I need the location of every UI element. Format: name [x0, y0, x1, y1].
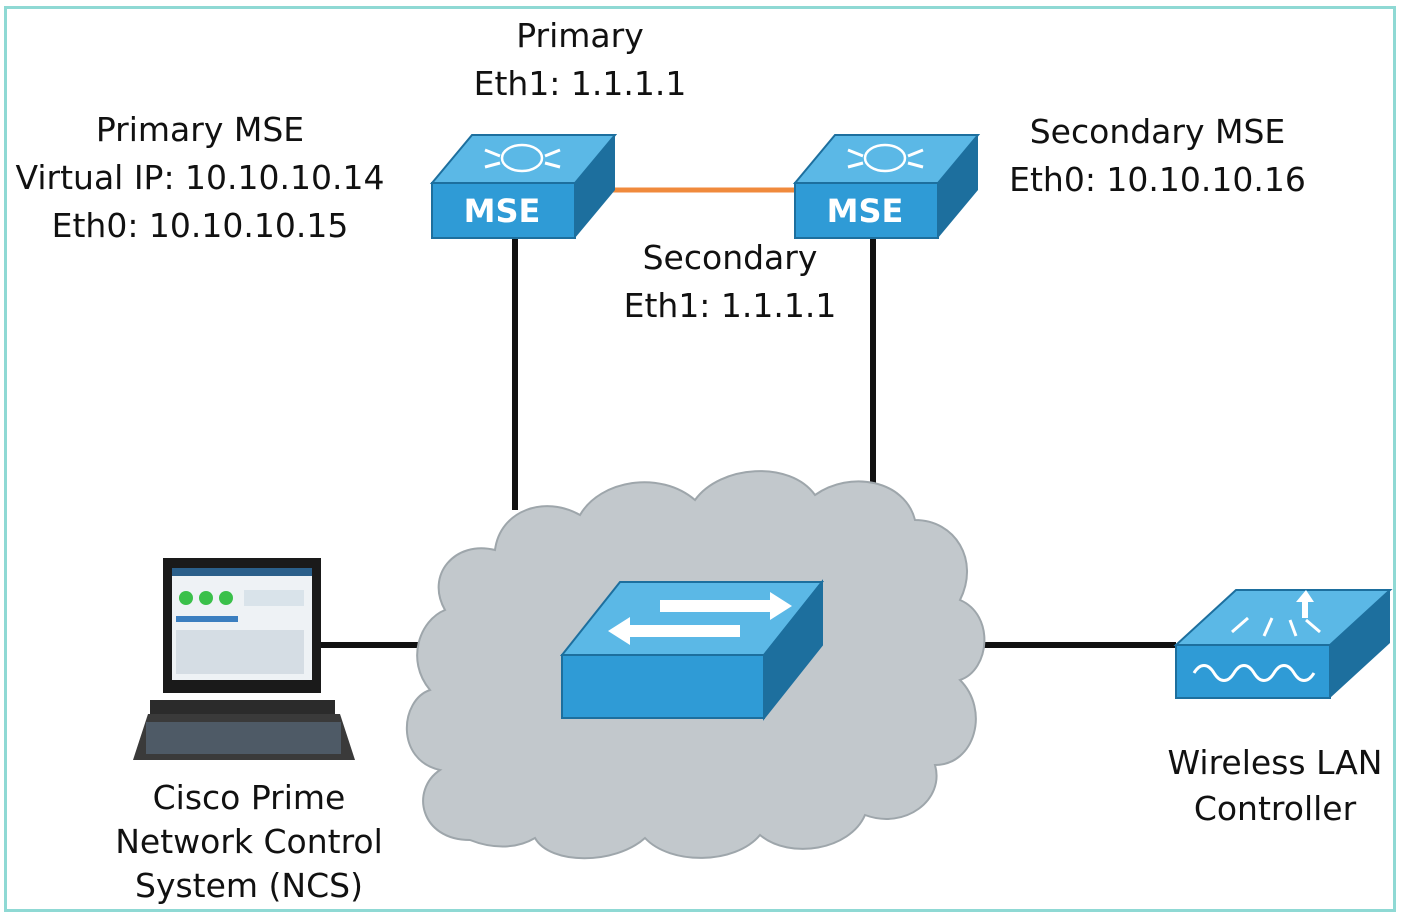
primary-link-label: Primary Eth1: 1.1.1.1 [440, 12, 720, 108]
wireless-lan-controller-icon [1173, 589, 1393, 699]
diagram-frame [4, 6, 1396, 912]
workstation-icon [133, 558, 355, 760]
ncs-label: Cisco Prime Network Control System (NCS) [90, 776, 408, 908]
secondary-link-label: Secondary Eth1: 1.1.1.1 [590, 234, 870, 330]
switch-icon [559, 579, 825, 721]
secondary-link-eth1: Eth1: 1.1.1.1 [623, 286, 837, 325]
ncs-line-3: System (NCS) [135, 866, 363, 905]
mse-appliance-icon [429, 134, 618, 239]
secondary-mse-label: Secondary MSE Eth0: 10.10.10.16 [990, 108, 1325, 204]
ncs-line-2: Network Control [115, 822, 383, 861]
wlc-line-1: Wireless LAN [1167, 743, 1383, 782]
secondary-mse-eth0: Eth0: 10.10.10.16 [1009, 160, 1306, 199]
wlc-label: Wireless LAN Controller [1140, 740, 1406, 832]
secondary-link-title: Secondary [642, 238, 818, 277]
primary-mse-eth0: Eth0: 10.10.10.15 [51, 206, 349, 245]
mse-appliance-icon [792, 134, 981, 239]
wlc-line-2: Controller [1193, 789, 1357, 828]
mse-primary-label: MSE [464, 192, 541, 230]
ncs-line-1: Cisco Prime [152, 778, 346, 817]
mse-secondary-label: MSE [827, 192, 904, 230]
secondary-mse-title: Secondary MSE [1029, 112, 1286, 151]
primary-link-title: Primary [516, 16, 644, 55]
primary-link-eth1: Eth1: 1.1.1.1 [473, 64, 687, 103]
primary-mse-virtual-ip: Virtual IP: 10.10.10.14 [15, 158, 385, 197]
primary-mse-title: Primary MSE [95, 110, 305, 149]
primary-mse-label: Primary MSE Virtual IP: 10.10.10.14 Eth0… [10, 106, 390, 250]
